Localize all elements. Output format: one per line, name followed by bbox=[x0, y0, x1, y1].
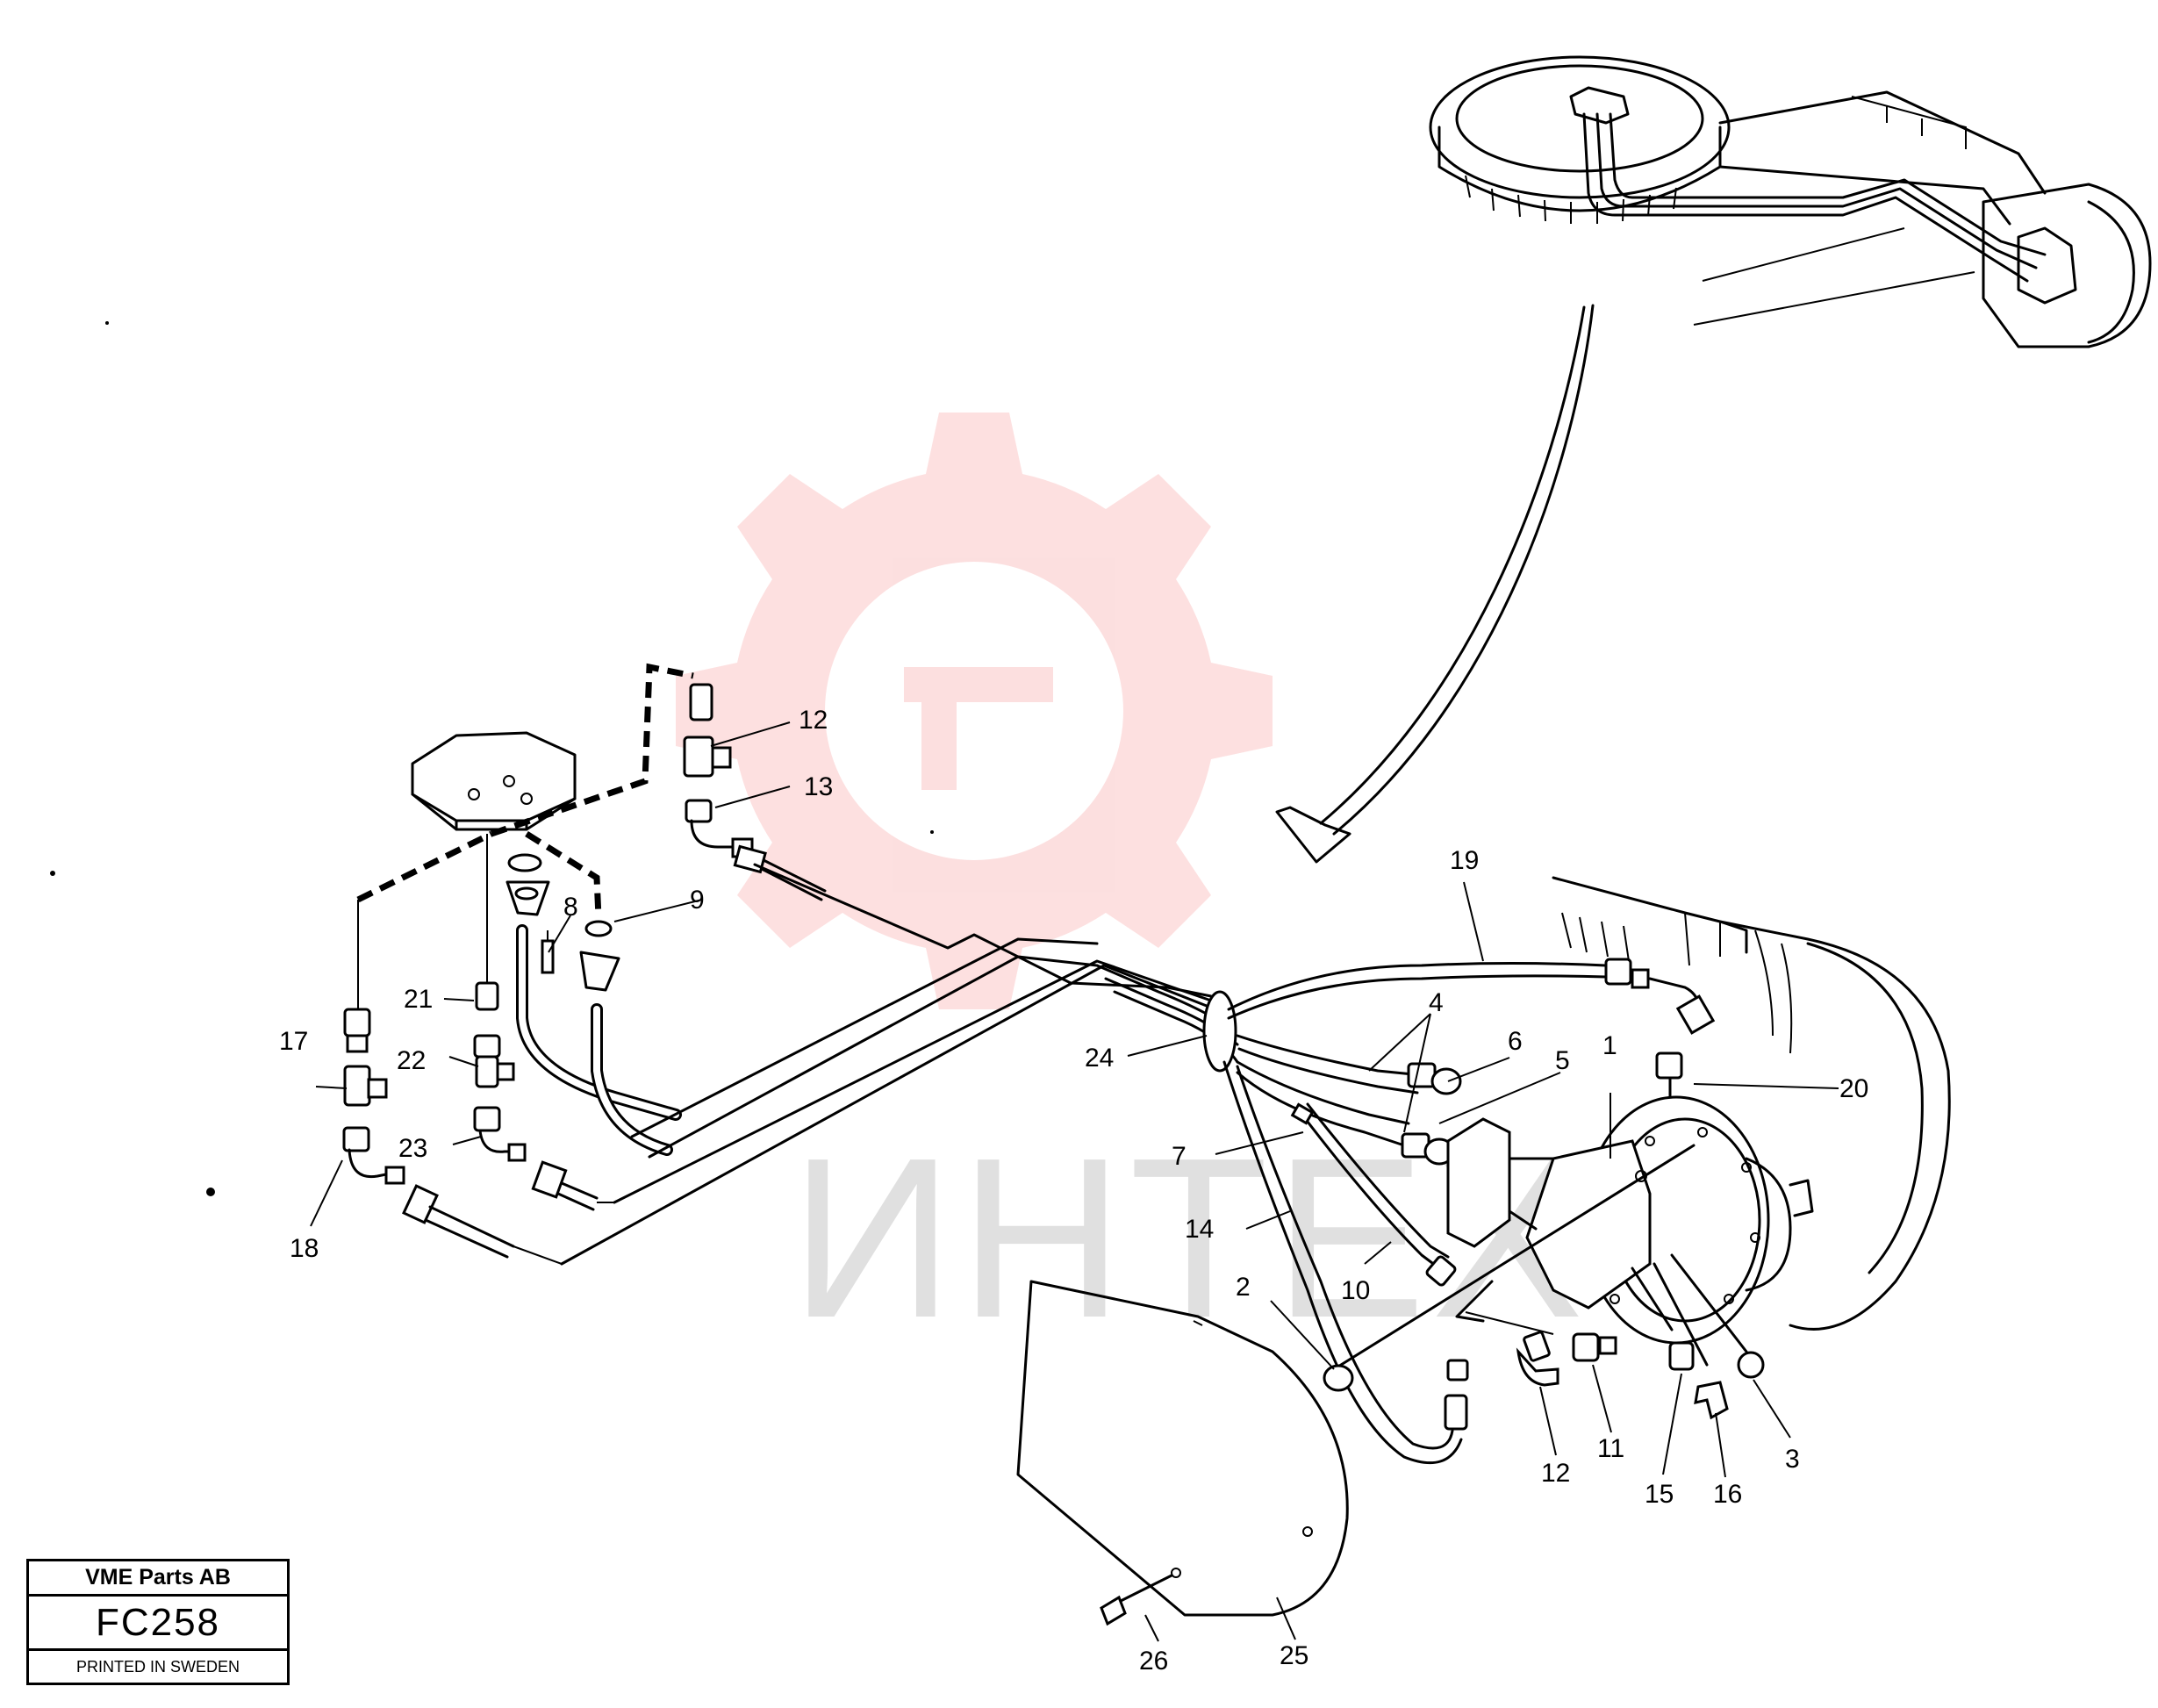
callout-19: 19 bbox=[1450, 846, 1479, 875]
hose-bundle bbox=[1095, 958, 1716, 1112]
leader-lines bbox=[310, 721, 1839, 1642]
callout-26: 26 bbox=[1139, 1647, 1168, 1676]
callout-21: 21 bbox=[404, 985, 433, 1014]
callout-10: 10 bbox=[1341, 1276, 1370, 1305]
callout-1: 1 bbox=[1602, 1031, 1617, 1060]
callout-9: 9 bbox=[690, 886, 705, 915]
callout-23: 23 bbox=[398, 1134, 427, 1163]
fitting-stack-left bbox=[342, 1008, 563, 1265]
callout-18: 18 bbox=[290, 1234, 319, 1263]
callout-2: 2 bbox=[1236, 1273, 1251, 1302]
callout-3: 3 bbox=[1785, 1445, 1800, 1474]
callout-11: 11 bbox=[1597, 1434, 1624, 1463]
callout-14: 14 bbox=[1185, 1215, 1214, 1244]
watermark-gear-logo bbox=[676, 413, 1273, 1009]
callout-15: 15 bbox=[1645, 1480, 1674, 1509]
dashed-connection-left bbox=[356, 663, 694, 903]
figure-code: FC258 bbox=[29, 1597, 287, 1651]
callout-17: 17 bbox=[279, 1027, 308, 1056]
loose-fittings bbox=[1323, 1144, 1765, 1420]
detail-arrow bbox=[1275, 304, 1595, 864]
callout-16: 16 bbox=[1713, 1480, 1742, 1509]
callout-12-top: 12 bbox=[799, 706, 828, 735]
track-frame bbox=[1552, 876, 1951, 1331]
travel-motor bbox=[1446, 1095, 1814, 1345]
callout-7: 7 bbox=[1172, 1142, 1187, 1171]
callout-5: 5 bbox=[1555, 1046, 1570, 1075]
callout-12-bottom: 12 bbox=[1541, 1459, 1570, 1488]
print-note: PRINTED IN SWEDEN bbox=[75, 1657, 240, 1676]
collar-parts bbox=[505, 853, 620, 992]
hose-lines-left bbox=[516, 863, 1217, 1266]
part-callouts: 1 2 3 4 5 6 7 8 9 10 11 12 12 13 14 15 1… bbox=[279, 706, 1868, 1676]
callout-22: 22 bbox=[397, 1046, 426, 1075]
guard-plate bbox=[1016, 1280, 1349, 1626]
fitting-stack-middle bbox=[473, 981, 614, 1211]
callout-25: 25 bbox=[1280, 1641, 1308, 1670]
callout-8: 8 bbox=[563, 893, 578, 922]
machine-frame-inset bbox=[1429, 55, 2152, 348]
title-block: VME Parts AB FC258 PRINTED IN SWEDEN bbox=[26, 1559, 290, 1685]
hose-loop-14 bbox=[1222, 1060, 1469, 1465]
callout-20: 20 bbox=[1839, 1074, 1868, 1103]
callout-13: 13 bbox=[804, 772, 833, 801]
company-name: VME Parts AB bbox=[29, 1561, 287, 1597]
callout-4: 4 bbox=[1429, 988, 1444, 1017]
dashed-connection-right bbox=[525, 831, 602, 918]
callout-6: 6 bbox=[1508, 1027, 1523, 1056]
callout-24: 24 bbox=[1085, 1044, 1114, 1073]
